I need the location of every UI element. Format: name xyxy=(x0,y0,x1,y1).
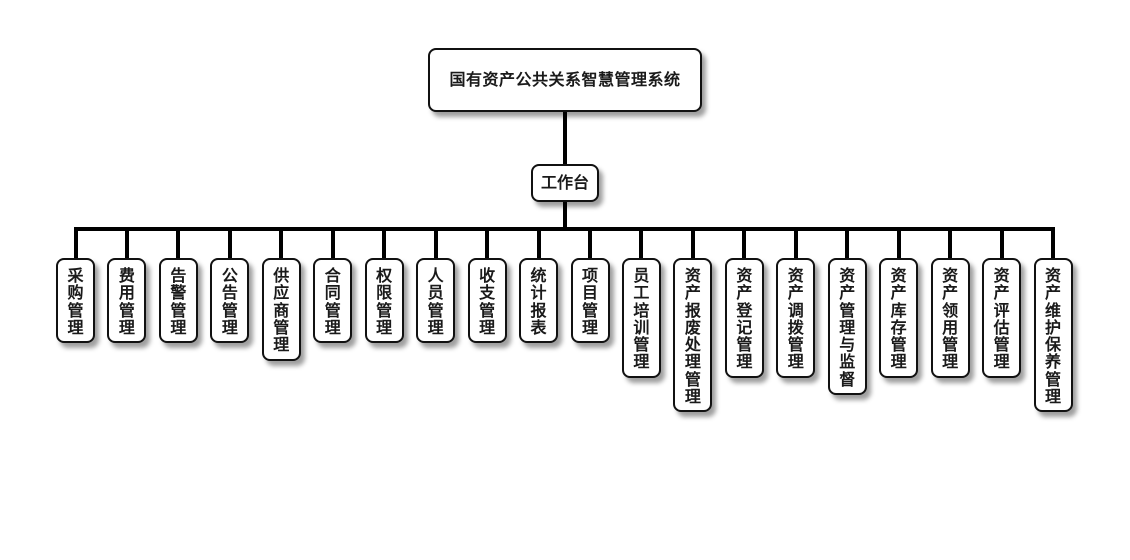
module-node[interactable]: 项目管理 xyxy=(570,258,610,343)
module-node[interactable]: 资产调拨管理 xyxy=(776,258,816,378)
connector-module-7 xyxy=(433,227,438,258)
module-label: 公告管理 xyxy=(221,266,238,337)
module-label: 权限管理 xyxy=(376,266,393,337)
module-node[interactable]: 资产领用管理 xyxy=(930,258,970,378)
module-node[interactable]: 告警管理 xyxy=(158,258,198,343)
module-node[interactable]: 权限管理 xyxy=(364,258,404,343)
connector-bus xyxy=(73,227,1056,231)
module-label: 统计报表 xyxy=(530,266,547,337)
connector-module-6 xyxy=(382,227,387,258)
connector-module-17 xyxy=(948,227,953,258)
module-node[interactable]: 供应商管理 xyxy=(261,258,301,361)
module-label: 收支管理 xyxy=(479,266,496,337)
module-node[interactable]: 费用管理 xyxy=(107,258,147,343)
connector-module-4 xyxy=(279,227,284,258)
module-node[interactable]: 收支管理 xyxy=(467,258,507,343)
root-node[interactable]: 国有资产公共关系智慧管理系统 xyxy=(428,48,702,112)
module-label: 采购管理 xyxy=(67,266,84,337)
module-label: 告警管理 xyxy=(170,266,187,337)
module-label: 人员管理 xyxy=(427,266,444,337)
connector-module-15 xyxy=(845,227,850,258)
module-node[interactable]: 资产报废处理管理 xyxy=(673,258,713,412)
connector-module-3 xyxy=(227,227,232,258)
connector-module-18 xyxy=(999,227,1004,258)
connector-module-1 xyxy=(124,227,129,258)
module-label: 员工培训管理 xyxy=(633,266,650,372)
module-node[interactable]: 资产管理与监督 xyxy=(827,258,867,395)
module-node[interactable]: 统计报表 xyxy=(519,258,559,343)
module-label: 资产评估管理 xyxy=(993,266,1010,372)
module-node[interactable]: 资产评估管理 xyxy=(982,258,1022,378)
connector-module-10 xyxy=(588,227,592,258)
module-node[interactable]: 资产库存管理 xyxy=(879,258,919,378)
module-node[interactable]: 人员管理 xyxy=(416,258,456,343)
module-label: 合同管理 xyxy=(324,266,341,337)
module-label: 资产库存管理 xyxy=(890,266,907,372)
connector-module-8 xyxy=(485,227,490,258)
connector-module-16 xyxy=(896,227,901,258)
connector-module-0 xyxy=(73,227,78,258)
module-node[interactable]: 公告管理 xyxy=(210,258,250,343)
module-label: 资产报废处理管理 xyxy=(684,266,701,407)
module-node[interactable]: 资产登记管理 xyxy=(724,258,764,378)
connector-module-9 xyxy=(536,227,541,258)
module-label: 项目管理 xyxy=(581,266,598,337)
connector-root-hub xyxy=(563,112,567,164)
module-label: 供应商管理 xyxy=(273,266,290,355)
module-label: 费用管理 xyxy=(118,266,135,337)
module-label: 资产维护保养管理 xyxy=(1045,266,1062,407)
connector-module-5 xyxy=(330,227,335,258)
connector-module-12 xyxy=(690,227,695,258)
module-label: 资产领用管理 xyxy=(942,266,959,372)
module-label: 资产登记管理 xyxy=(736,266,753,372)
module-label: 资产调拨管理 xyxy=(787,266,804,372)
connector-module-13 xyxy=(742,227,747,258)
module-node[interactable]: 资产维护保养管理 xyxy=(1033,258,1073,412)
connector-module-2 xyxy=(176,227,181,258)
module-label: 资产管理与监督 xyxy=(839,266,856,389)
connector-module-11 xyxy=(639,227,644,258)
module-node[interactable]: 合同管理 xyxy=(313,258,353,343)
module-node[interactable]: 采购管理 xyxy=(56,258,95,343)
hub-node-workbench[interactable]: 工作台 xyxy=(531,164,599,202)
module-node[interactable]: 员工培训管理 xyxy=(621,258,661,378)
connector-hub-bus xyxy=(563,202,567,231)
connector-module-14 xyxy=(793,227,798,258)
connector-module-19 xyxy=(1051,227,1056,258)
